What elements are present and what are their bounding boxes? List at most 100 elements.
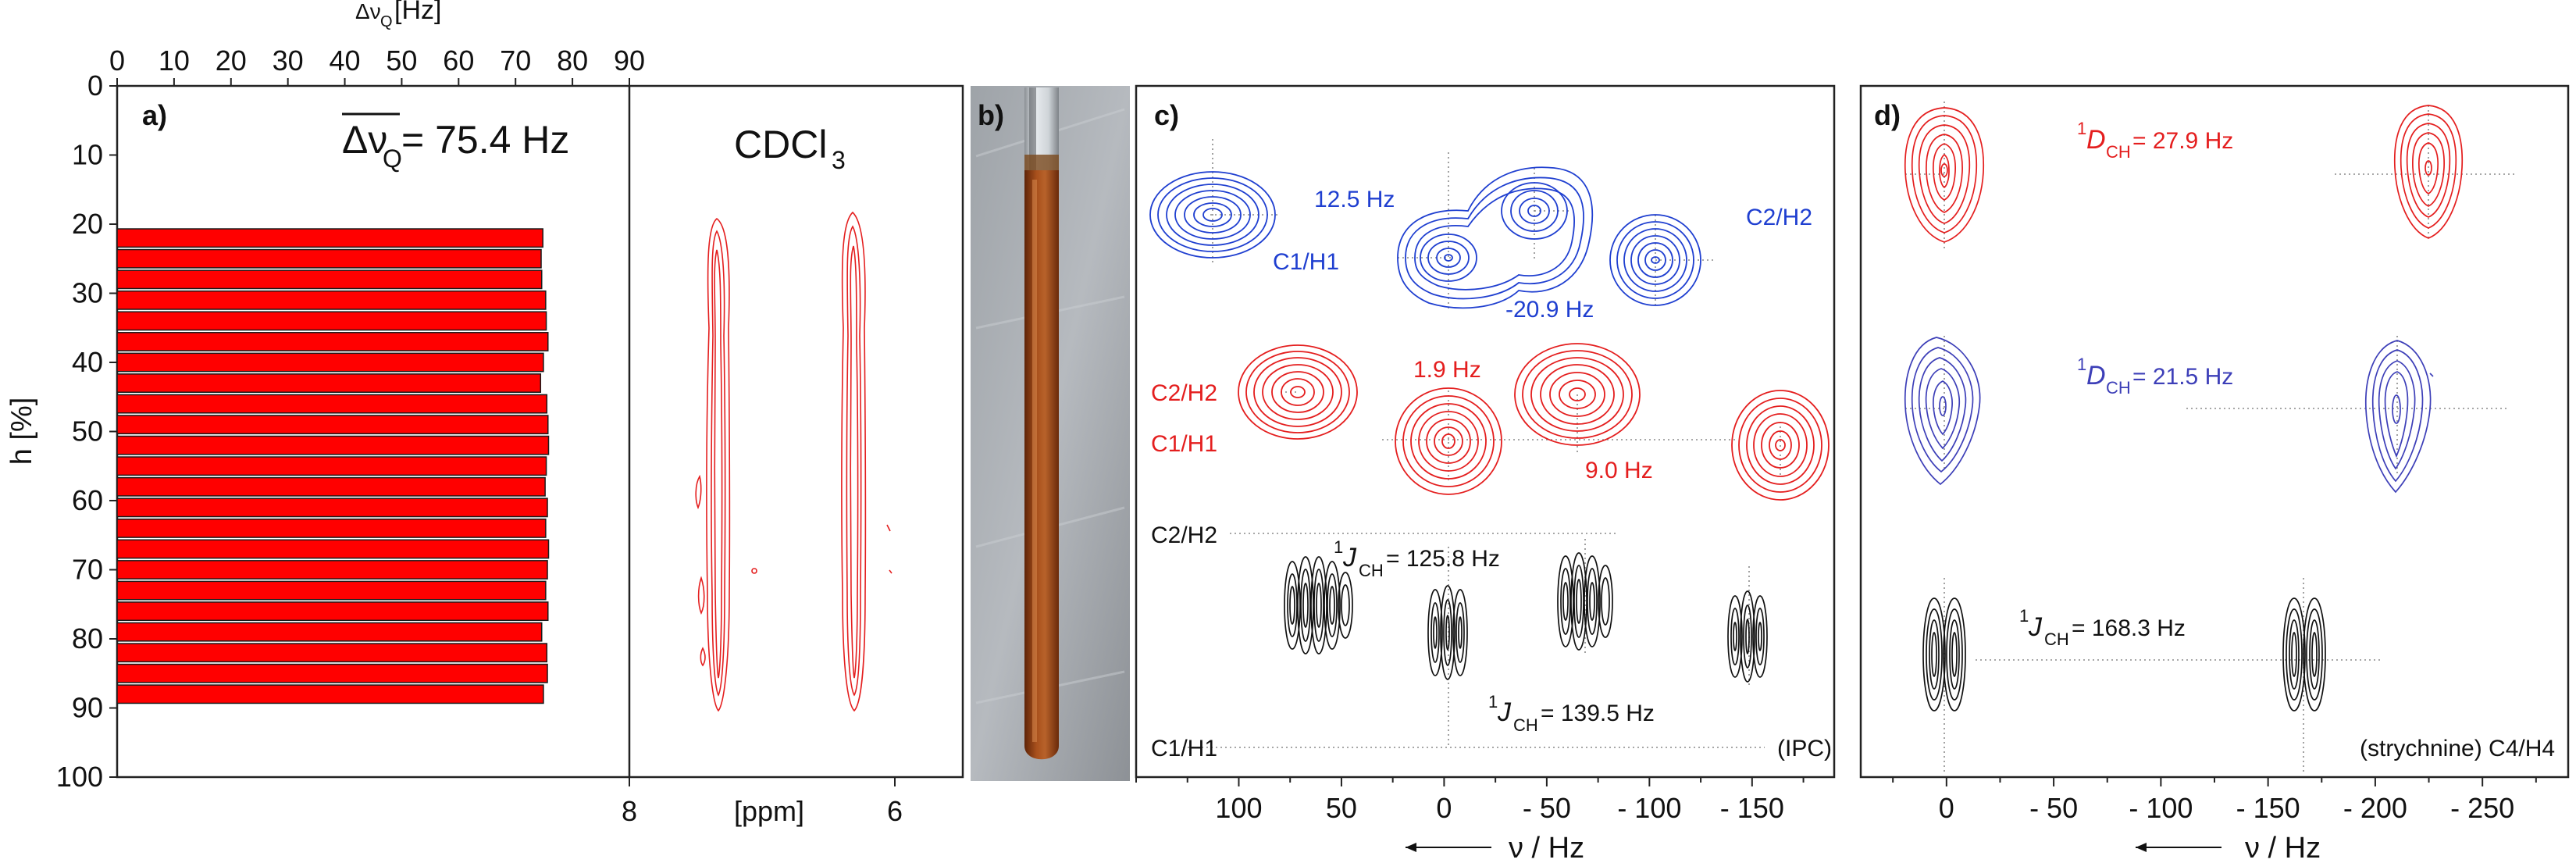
bar-73 [116, 580, 547, 601]
panel-c-label: c) [1154, 99, 1179, 131]
annot-d-note: (strychnine) C4/H4 [2360, 736, 2555, 761]
panel-d-label: d) [1874, 99, 1901, 131]
tube-highlight [1032, 180, 1037, 742]
mean-subscript: Q [383, 144, 402, 173]
panel-a: a) Δν Q = 75.4 Hz CDCl 3 Δν Q [Hz] h [%]… [5, 0, 964, 827]
annot-c-9-0: 9.0 Hz [1585, 458, 1653, 483]
d-arrow-left-icon [2136, 843, 2147, 852]
d-blue-right [2364, 340, 2434, 494]
d-black-right [2282, 597, 2326, 711]
left-tick-label-60: 60 [72, 484, 103, 516]
red-contour-c1h1-right [1731, 390, 1830, 501]
red-contour-c2h2-left [1238, 344, 1358, 440]
c-axis-tick-label-2: 0 [1436, 792, 1452, 824]
bar-88 [116, 684, 544, 704]
panel-d-axis-title: ν / Hz [2136, 832, 2321, 863]
top-tick-label-50: 50 [386, 45, 417, 77]
bar-58 [116, 476, 546, 497]
solvent-name: CDCl [734, 123, 827, 166]
bar-64 [116, 518, 547, 538]
bar-28 [116, 269, 543, 290]
solvent-subscript: 3 [832, 146, 846, 174]
c-j2-sup: 1 [1488, 692, 1498, 711]
d-axis-tick-label-2: - 100 [2129, 792, 2193, 824]
bar-43 [116, 373, 542, 393]
panel-c-red-contours [1238, 343, 1830, 501]
c-j2-value: = 139.5 Hz [1541, 701, 1655, 726]
top-tick-label-60: 60 [443, 45, 474, 77]
left-tick-label-20: 20 [72, 208, 103, 240]
annot-c-minus-20-9: -20.9 Hz [1505, 297, 1594, 323]
cdcl3-contour-right [841, 211, 893, 712]
d-axis-tick-label-4: - 200 [2343, 792, 2407, 824]
d-black-left [1922, 597, 1966, 711]
blue-contour-c2h2-right [1609, 214, 1701, 306]
d-blue-sup: 1 [2077, 355, 2086, 374]
panel-c-frame [1135, 84, 1836, 779]
c-j2-sub: CH [1513, 715, 1538, 735]
top-tick-label-30: 30 [273, 45, 304, 77]
black-multiplet-3 [1557, 552, 1613, 651]
annot-c-c2h2-red: C2/H2 [1151, 380, 1217, 406]
d-red-right [2393, 105, 2464, 239]
bar-55 [116, 456, 547, 476]
bar-22 [116, 228, 543, 248]
top-axis-title-main: Δν [355, 0, 381, 23]
c-j1-sub: CH [1359, 561, 1384, 580]
ppm-tick-label-6: 6 [887, 795, 903, 827]
annot-c-c1h1-black: C1/H1 [1151, 736, 1217, 761]
d-j-value: = 168.3 Hz [2072, 615, 2186, 641]
c-j1-value: = 125.8 Hz [1386, 546, 1500, 572]
black-multiplet-4 [1727, 590, 1768, 683]
cdcl3-small-contour [751, 568, 757, 574]
bar-49 [116, 415, 549, 435]
ppm-axis-title: [ppm] [734, 795, 804, 827]
c-j2-sym: J [1497, 697, 1512, 727]
c-axis-tick-label-4: - 100 [1617, 792, 1681, 824]
annot-d-red: 1 D CH = 27.9 Hz [2077, 119, 2233, 162]
top-tick-label-10: 10 [159, 45, 190, 77]
d-axis-tick-label-0: 0 [1939, 792, 1954, 824]
panel-d-blue-contours [1904, 337, 2434, 494]
panel-d-x-axis: 0- 50- 100- 150- 200- 250 [1892, 777, 2537, 824]
annot-c-c1h1-red: C1/H1 [1151, 431, 1217, 457]
d-axis-title-text: ν / Hz [2245, 832, 2321, 863]
d-blue-sub: CH [2106, 378, 2131, 398]
mean-value: = 75.4 Hz [401, 118, 569, 162]
c-j1-sup: 1 [1334, 537, 1343, 557]
top-tick-label-90: 90 [614, 45, 645, 77]
top-tick-label-40: 40 [330, 45, 361, 77]
annot-d-blue: 1 D CH = 21.5 Hz [2077, 355, 2233, 398]
top-tick-label-20: 20 [216, 45, 247, 77]
bar-37 [116, 332, 549, 351]
y-axis-title: h [%] [5, 398, 38, 465]
black-multiplet-1 [1284, 556, 1353, 654]
bar-46 [116, 394, 548, 414]
top-tick-label-80: 80 [557, 45, 588, 77]
bars-group [116, 228, 550, 704]
bar-67 [116, 539, 550, 559]
mean-symbol: Δν [342, 118, 387, 162]
panel-c: c) [1135, 84, 1836, 863]
annot-c-j2: 1 J CH = 139.5 Hz [1488, 692, 1655, 735]
left-tick-label-100: 100 [56, 761, 103, 793]
left-tick-label-40: 40 [72, 346, 103, 378]
annot-c-j1: 1 J CH = 125.8 Hz [1334, 537, 1500, 580]
bar-40 [116, 352, 544, 373]
d-red-sym: D [2086, 125, 2106, 155]
panel-d: d) [1859, 84, 2570, 863]
tube-inner-rod [1029, 87, 1036, 173]
top-tick-label-70: 70 [500, 45, 531, 77]
bar-61 [116, 497, 548, 518]
ppm-axis: 8 6 [ppm] [622, 777, 903, 827]
annot-d-j: 1 J CH = 168.3 Hz [2019, 606, 2186, 649]
top-axis-title-sub: Q [380, 13, 393, 30]
bar-25 [116, 248, 542, 269]
solvent-label: CDCl 3 [734, 123, 846, 174]
left-tick-label-80: 80 [72, 622, 103, 654]
d-blue-left [1904, 337, 1981, 486]
